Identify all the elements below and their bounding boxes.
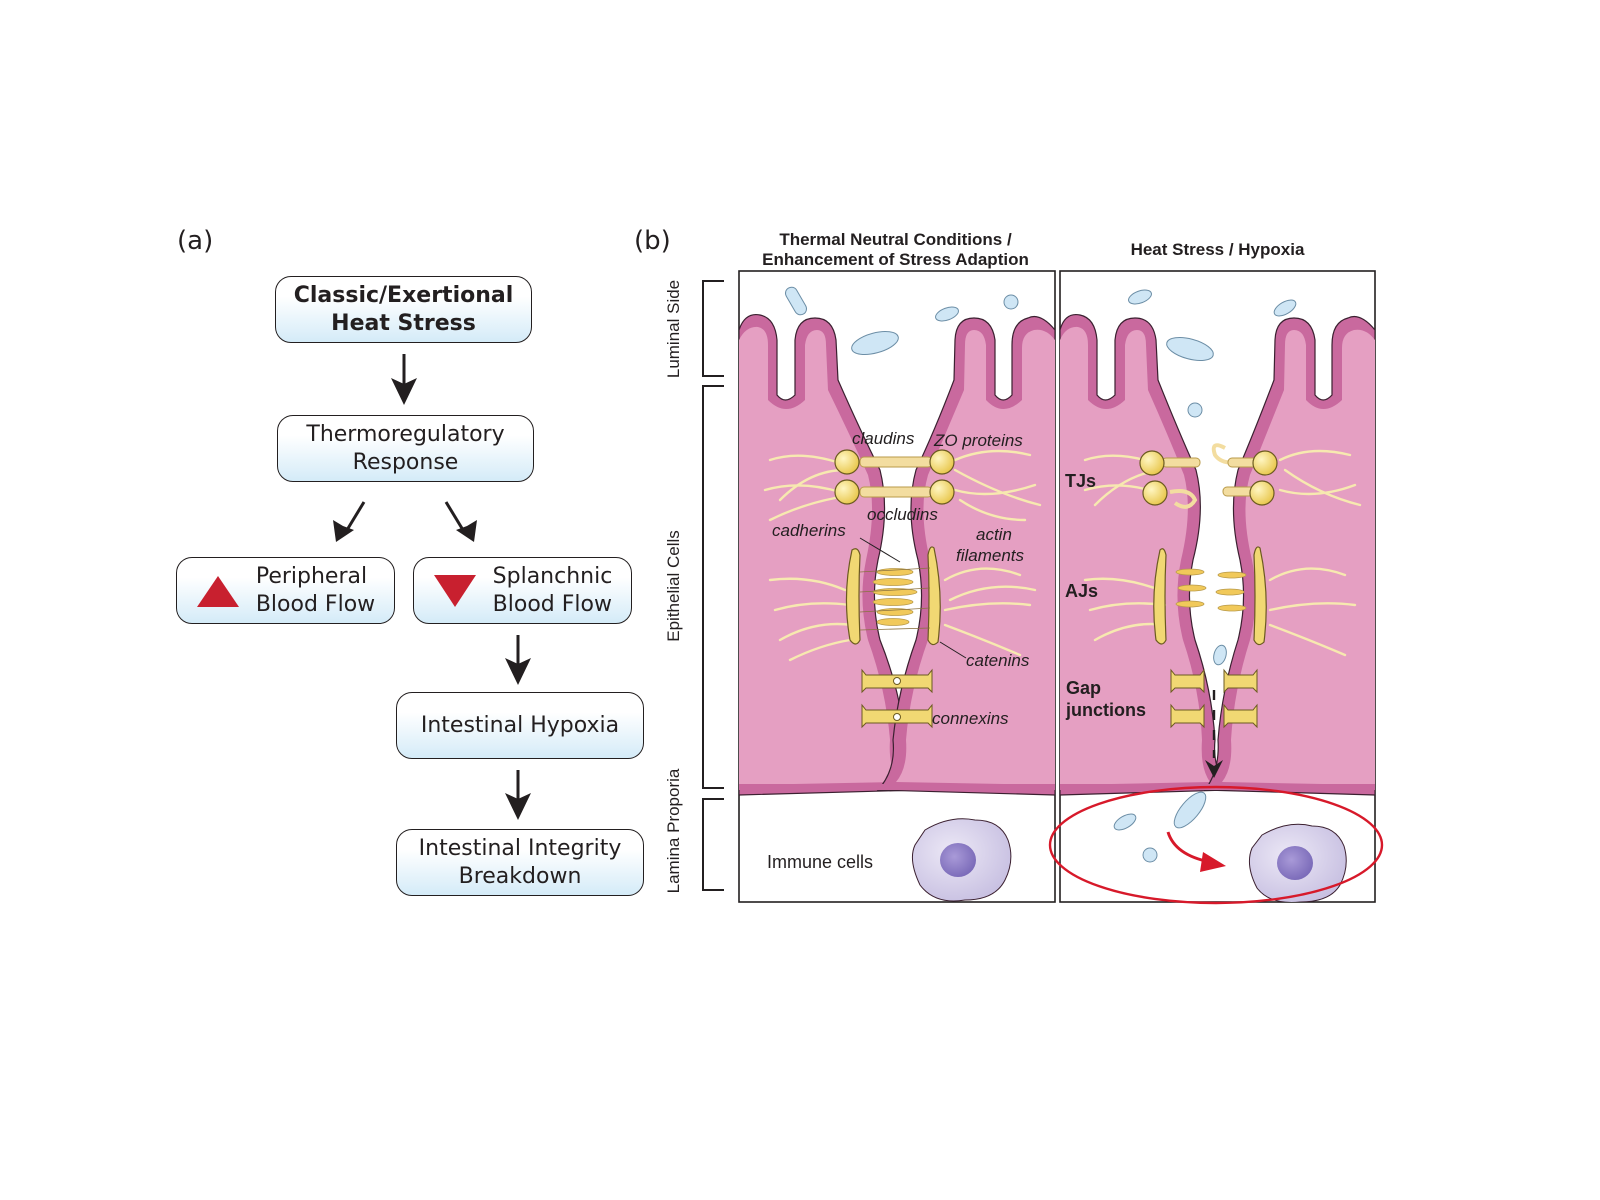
panel-a-label: (a) — [177, 226, 214, 256]
box-hypoxia-text: Intestinal Hypoxia — [420, 712, 620, 738]
arrow-thermo-to-splanchnic — [444, 501, 477, 542]
column-title-thermal-neutral: Thermal Neutral Conditions / Enhancement… — [728, 230, 1063, 270]
box-peripheral-line1: Peripheral — [255, 563, 368, 589]
box-intestinal-hypoxia: Intestinal Hypoxia — [396, 692, 644, 759]
arrow-heat-to-thermo — [391, 354, 417, 405]
leader-line-cadherins — [859, 537, 901, 563]
zo-protein-ball — [834, 449, 860, 475]
column-title-thermal-line2: Enhancement of Stress Adaption — [762, 250, 1029, 269]
label-gap: Gap — [1066, 678, 1101, 698]
bracket-luminal — [702, 280, 724, 377]
box-splanchnic-line2: Blood Flow — [492, 591, 612, 617]
bracket-lamina — [702, 798, 724, 891]
increase-triangle-icon — [196, 575, 239, 607]
box-thermoregulatory: Thermoregulatory Response — [277, 415, 534, 482]
zo-protein-ball — [834, 479, 860, 505]
label-zo-proteins: ZO proteins — [933, 431, 1023, 450]
translocation-arrow — [1205, 690, 1223, 778]
adherens-junctions-left — [845, 546, 941, 646]
box-breakdown-line2: Breakdown — [458, 863, 582, 889]
box-intestinal-integrity-breakdown: Intestinal Integrity Breakdown — [396, 829, 644, 896]
zo-protein-ball — [929, 479, 955, 505]
box-thermoregulatory-line1: Thermoregulatory — [306, 421, 505, 447]
label-claudins: claudins — [852, 429, 915, 448]
immune-cell-nucleus — [1277, 846, 1313, 880]
gap-junctions-disrupted — [1170, 668, 1258, 729]
leader-line-catenins — [939, 641, 967, 659]
column-title-thermal-line1: Thermal Neutral Conditions / — [779, 230, 1012, 249]
label-filaments: filaments — [956, 546, 1025, 565]
label-catenins: catenins — [966, 651, 1030, 670]
column-title-heat-stress: Heat Stress / Hypoxia — [1130, 240, 1305, 259]
box-breakdown-line1: Intestinal Integrity — [418, 835, 622, 861]
box-splanchnic-line1: Splanchnic — [492, 563, 613, 589]
label-occludins: occludins — [867, 505, 938, 524]
panel-b-label: (b) — [634, 226, 671, 256]
arrow-splanchnic-to-hypoxia — [505, 635, 531, 685]
decrease-triangle-icon — [433, 574, 476, 607]
immune-activation-arrow — [1166, 831, 1226, 872]
box-heat-stress: Classic/Exertional Heat Stress — [275, 276, 532, 343]
label-actin: actin — [976, 525, 1012, 544]
gap-junctions-left — [861, 668, 933, 729]
zo-protein-ball — [929, 449, 955, 475]
label-connexins: connexins — [932, 709, 1009, 728]
label-junctions: junctions — [1065, 700, 1146, 720]
label-cadherins: cadherins — [772, 521, 846, 540]
box-heat-stress-line1: Classic/Exertional — [293, 282, 514, 308]
box-peripheral-blood-flow: Peripheral Blood Flow — [176, 557, 395, 624]
arrow-hypoxia-to-breakdown — [505, 770, 531, 820]
inflammation-highlight-ellipse — [1048, 785, 1384, 905]
bacteria-left — [785, 286, 1019, 355]
box-heat-stress-line2: Heat Stress — [331, 310, 476, 336]
arrow-thermo-to-peripheral — [333, 501, 366, 542]
tight-junctions-left — [834, 449, 955, 505]
adherens-junctions-disrupted — [1153, 546, 1267, 646]
tight-junctions-disrupted — [1139, 443, 1278, 509]
actin-filaments-left — [763, 449, 1042, 662]
immune-cell-right — [1248, 823, 1347, 902]
bracket-epithelial — [702, 385, 724, 789]
box-peripheral-line2: Blood Flow — [255, 591, 376, 617]
bacteria-right — [1113, 289, 1297, 863]
basal-membrane-left — [739, 784, 1055, 790]
label-tjs: TJs — [1065, 471, 1096, 491]
immune-cell-nucleus — [940, 843, 976, 877]
label-ajs: AJs — [1065, 581, 1098, 601]
label-immune-cells: Immune cells — [767, 852, 873, 872]
immune-cell-left — [911, 818, 1012, 902]
box-thermoregulatory-line2: Response — [352, 449, 459, 475]
box-splanchnic-blood-flow: Splanchnic Blood Flow — [413, 557, 632, 624]
